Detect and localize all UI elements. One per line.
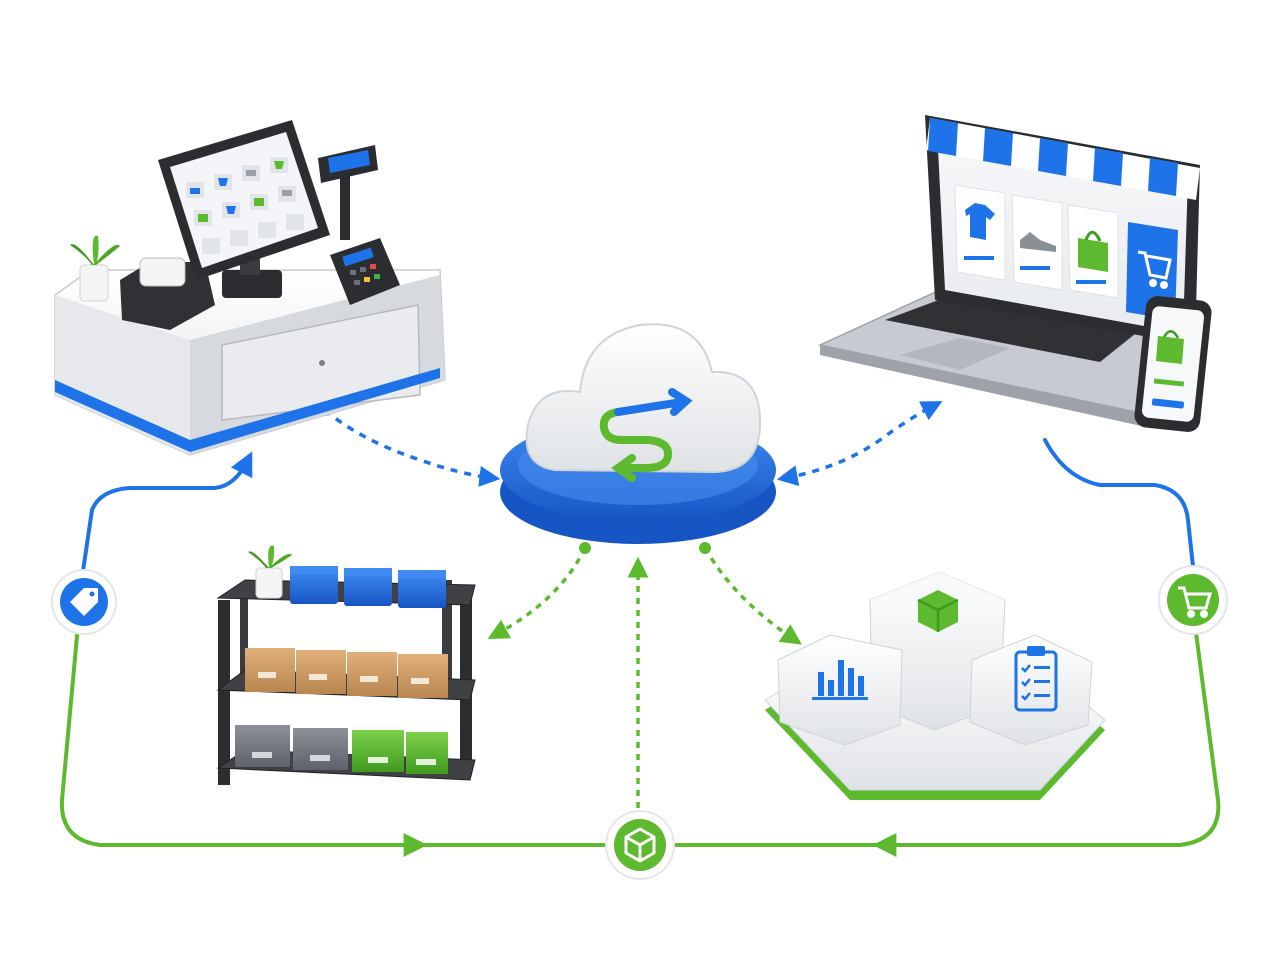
connector-cloud-warehouse	[487, 547, 587, 639]
connectors	[59, 401, 1221, 857]
warehouse-shelving	[216, 545, 476, 785]
cardboard-box-icon	[245, 648, 448, 698]
badge-package	[605, 810, 675, 880]
accent-stripe	[55, 368, 440, 452]
package-icon	[624, 827, 656, 863]
badge-shopping-cart	[1158, 565, 1228, 635]
product-cards	[954, 184, 1178, 320]
connector-laptop-cloud	[776, 401, 943, 487]
storage-bin-icon	[235, 725, 448, 774]
shopping-cart-icon	[1178, 586, 1212, 618]
pos-touchscreen	[158, 120, 330, 298]
receipt-printer-icon	[120, 257, 215, 330]
bar-chart-icon	[812, 660, 868, 700]
trackpad	[900, 338, 1010, 370]
product-grid	[186, 157, 304, 254]
storefront-awning-icon	[926, 118, 1200, 200]
badge-price-tag	[51, 569, 117, 635]
shopping-cart-icon	[1137, 250, 1172, 289]
tshirt-icon	[965, 203, 995, 240]
potted-plant-icon	[248, 545, 292, 599]
customer-display-icon	[318, 145, 378, 240]
analytics-inventory-blocks	[764, 571, 1106, 800]
potted-plant-icon	[70, 235, 120, 302]
connector-cloud-analytics	[703, 547, 802, 645]
package-icon	[917, 590, 959, 632]
card-reader-icon	[330, 238, 400, 305]
shopping-bag-icon	[1078, 230, 1108, 272]
cloud-icon	[525, 323, 762, 474]
keyboard	[885, 292, 1150, 362]
sync-arrows-icon	[599, 388, 693, 482]
storage-bin-icon	[290, 566, 446, 608]
connector-pos-cloud	[323, 408, 501, 487]
checklist-block	[969, 634, 1093, 746]
cloud-sync-hub	[500, 323, 776, 544]
bar-chart-block	[777, 634, 903, 746]
point-of-sale-terminal	[54, 120, 446, 456]
connector-right-blue	[1043, 438, 1197, 587]
sneaker-icon	[1020, 232, 1056, 252]
smartphone-icon	[1134, 296, 1212, 432]
connector-right-green	[675, 624, 1221, 847]
connector-left-blue	[76, 451, 253, 607]
connector-left-green	[59, 624, 608, 847]
checklist-clipboard-icon	[1014, 646, 1058, 712]
price-tag-icon	[70, 588, 98, 616]
online-store-laptop	[817, 115, 1212, 432]
